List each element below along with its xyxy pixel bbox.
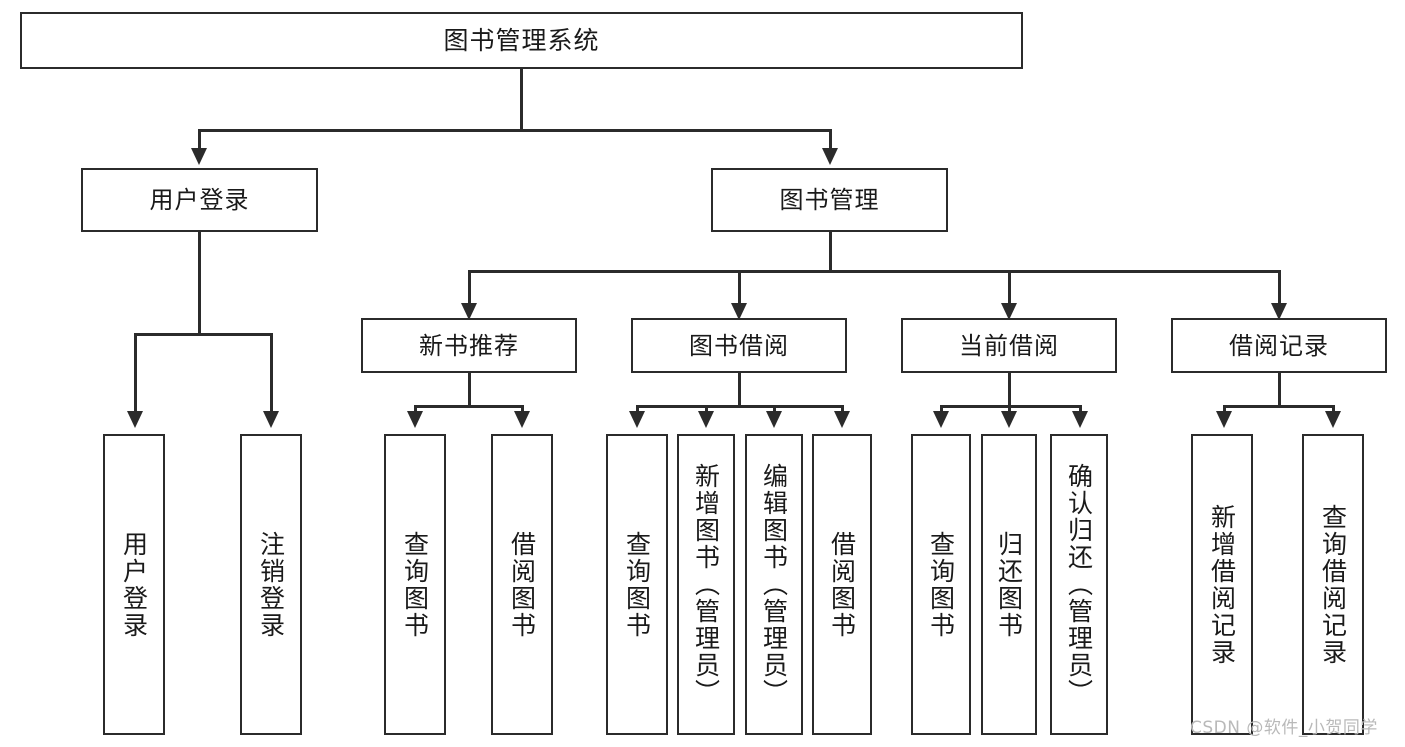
node-label: 借阅记录	[1229, 331, 1329, 360]
connector-root-to-book-management	[829, 129, 832, 151]
node-label: 图书借阅	[689, 331, 789, 360]
connector-bm-to-book-borrow	[738, 270, 741, 306]
arrowhead-leaf-query-book-3-icon	[933, 411, 949, 428]
arrowhead-leaf-borrow-book-1-icon	[514, 411, 530, 428]
arrowhead-leaf-borrow-book-2-icon	[834, 411, 850, 428]
node-leaf-add-record[interactable]: 新增借阅记录	[1191, 434, 1253, 735]
connector-book-management-branch-bar	[468, 270, 1279, 273]
connector-root-stem	[520, 69, 523, 131]
node-label: 新增图书（管理员）	[691, 463, 721, 706]
node-label: 确认归还（管理员）	[1064, 463, 1094, 706]
node-label: 用户登录	[149, 186, 250, 214]
node-leaf-user-logout[interactable]: 注销登录	[240, 434, 302, 735]
node-label: 查询借阅记录	[1318, 503, 1348, 666]
arrowhead-current-borrow-icon	[1001, 303, 1017, 320]
arrowhead-book-borrow-icon	[731, 303, 747, 320]
node-label: 注销登录	[256, 530, 286, 639]
node-leaf-user-login[interactable]: 用户登录	[103, 434, 165, 735]
arrowhead-leaf-user-login-icon	[127, 411, 143, 428]
node-label: 查询图书	[400, 530, 430, 639]
arrowhead-leaf-confirm-return-icon	[1072, 411, 1088, 428]
node-book-borrow[interactable]: 图书借阅	[631, 318, 847, 373]
node-current-borrow[interactable]: 当前借阅	[901, 318, 1117, 373]
arrowhead-leaf-return-book-icon	[1001, 411, 1017, 428]
connector-bb-branch-bar	[636, 405, 843, 408]
arrowhead-leaf-query-record-icon	[1325, 411, 1341, 428]
connector-cb-stem	[1008, 373, 1011, 408]
connector-cb-to-leaf1	[940, 405, 943, 414]
connector-br-stem	[1278, 373, 1281, 408]
connector-nbr-stem	[468, 373, 471, 408]
connector-user-login-to-leaf1	[134, 333, 137, 414]
connector-cb-to-leaf3	[1079, 405, 1082, 414]
arrowhead-new-book-recommend-icon	[461, 303, 477, 320]
connector-nbr-branch-bar	[414, 405, 524, 408]
node-label: 新增借阅记录	[1207, 503, 1237, 666]
connector-bb-to-leaf4	[841, 405, 844, 414]
node-leaf-borrow-book-1[interactable]: 借阅图书	[491, 434, 553, 735]
node-label: 查询图书	[622, 530, 652, 639]
csdn-watermark: CSDN @软件_小贺同学	[1190, 718, 1378, 738]
node-leaf-query-book-1[interactable]: 查询图书	[384, 434, 446, 735]
connector-root-branch-bar	[198, 129, 832, 132]
connector-bm-to-new-book-recommend	[468, 270, 471, 306]
arrowhead-book-management-icon	[822, 148, 838, 165]
arrowhead-leaf-add-book-icon	[698, 411, 714, 428]
arrowhead-leaf-user-logout-icon	[263, 411, 279, 428]
node-leaf-query-record[interactable]: 查询借阅记录	[1302, 434, 1364, 735]
connector-nbr-to-leaf1	[414, 405, 417, 414]
node-leaf-confirm-return[interactable]: 确认归还（管理员）	[1050, 434, 1108, 735]
node-label: 借阅图书	[507, 530, 537, 639]
node-label: 查询图书	[926, 530, 956, 639]
arrowhead-user-login-icon	[191, 148, 207, 165]
connector-user-login-branch-bar	[134, 333, 273, 336]
node-book-management[interactable]: 图书管理	[711, 168, 948, 232]
connector-cb-to-leaf2	[1008, 405, 1011, 414]
arrowhead-leaf-query-book-1-icon	[407, 411, 423, 428]
connector-bb-to-leaf1	[636, 405, 639, 414]
arrowhead-leaf-query-book-2-icon	[629, 411, 645, 428]
node-leaf-edit-book[interactable]: 编辑图书（管理员）	[745, 434, 803, 735]
node-label: 用户登录	[119, 530, 149, 639]
connector-bb-to-leaf2	[705, 405, 708, 414]
arrowhead-leaf-add-record-icon	[1216, 411, 1232, 428]
node-leaf-add-book[interactable]: 新增图书（管理员）	[677, 434, 735, 735]
connector-br-to-leaf1	[1223, 405, 1226, 414]
connector-user-login-to-leaf2	[270, 333, 273, 414]
node-borrow-record[interactable]: 借阅记录	[1171, 318, 1387, 373]
connector-bm-to-borrow-record	[1278, 270, 1281, 306]
arrowhead-leaf-edit-book-icon	[766, 411, 782, 428]
node-book-management-system[interactable]: 图书管理系统	[20, 12, 1023, 69]
node-label: 借阅图书	[827, 530, 857, 639]
node-label: 编辑图书（管理员）	[759, 463, 789, 706]
connector-bb-stem	[738, 373, 741, 408]
node-label: 当前借阅	[959, 331, 1059, 360]
node-label: 归还图书	[994, 530, 1024, 639]
connector-cb-branch-bar	[940, 405, 1082, 408]
connector-user-login-stem	[198, 232, 201, 335]
connector-root-to-user-login	[198, 129, 201, 151]
node-leaf-query-book-2[interactable]: 查询图书	[606, 434, 668, 735]
node-new-book-recommend[interactable]: 新书推荐	[361, 318, 577, 373]
connector-br-to-leaf2	[1332, 405, 1335, 414]
arrowhead-borrow-record-icon	[1271, 303, 1287, 320]
node-label: 图书管理系统	[443, 25, 600, 55]
node-leaf-query-book-3[interactable]: 查询图书	[911, 434, 971, 735]
node-leaf-borrow-book-2[interactable]: 借阅图书	[812, 434, 872, 735]
connector-bb-to-leaf3	[773, 405, 776, 414]
node-user-login[interactable]: 用户登录	[81, 168, 318, 232]
connector-br-branch-bar	[1223, 405, 1335, 408]
connector-bm-to-current-borrow	[1008, 270, 1011, 306]
node-label: 新书推荐	[419, 331, 519, 360]
node-label: 图书管理	[779, 186, 880, 214]
connector-book-management-stem	[829, 232, 832, 272]
connector-nbr-to-leaf2	[521, 405, 524, 414]
node-leaf-return-book[interactable]: 归还图书	[981, 434, 1037, 735]
